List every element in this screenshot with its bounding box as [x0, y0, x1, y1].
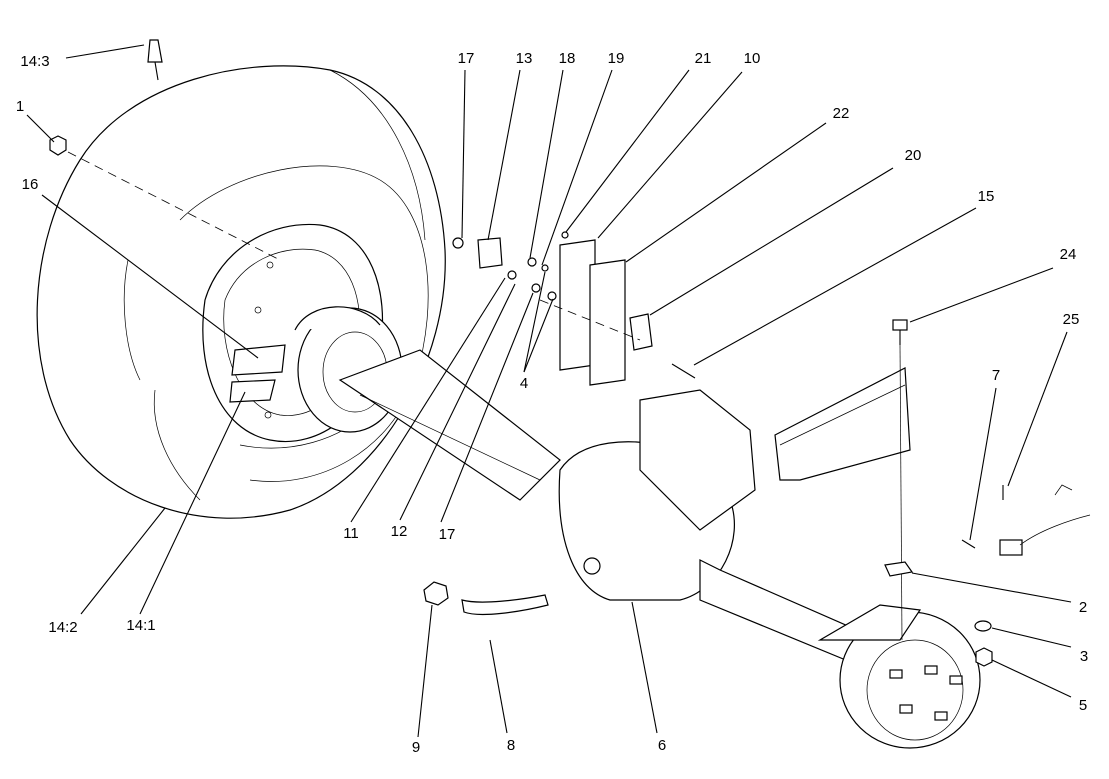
callout-13: 13	[516, 50, 533, 67]
callout-14-2: 14:2	[48, 619, 77, 636]
callout-10: 10	[744, 50, 761, 67]
callout-4: 4	[520, 375, 528, 392]
callout-9: 9	[412, 739, 420, 756]
callout-24: 24	[1060, 246, 1077, 263]
callout-5: 5	[1079, 697, 1087, 714]
callout-3: 3	[1080, 648, 1088, 665]
callout-20: 20	[905, 147, 922, 164]
callout-15: 15	[978, 188, 995, 205]
callout-labels: 14:3 1 16 17 13 18 19 21 10 22 20 15 24 …	[16, 50, 1088, 756]
callout-11: 11	[343, 525, 359, 542]
axle-assembly	[338, 349, 981, 749]
callout-22: 22	[833, 105, 850, 122]
callout-14-3: 14:3	[20, 53, 49, 70]
right-bracket-hardware	[774, 319, 1091, 667]
callout-21: 21	[695, 50, 712, 67]
link-rod	[423, 581, 549, 616]
callout-6: 6	[658, 737, 666, 754]
callout-1: 1	[16, 98, 24, 115]
tire-wheel-assembly	[36, 39, 446, 519]
valve-stem	[147, 39, 163, 63]
callout-17-bottom: 17	[439, 526, 456, 543]
callout-7: 7	[992, 367, 1000, 384]
callout-19: 19	[608, 50, 625, 67]
callout-8: 8	[507, 737, 515, 754]
callout-16: 16	[22, 176, 39, 193]
callout-17-top: 17	[458, 50, 475, 67]
callout-2: 2	[1079, 599, 1087, 616]
callout-18: 18	[559, 50, 576, 67]
leader-lines	[26, 44, 1072, 738]
callout-14-1: 14:1	[126, 617, 155, 634]
callout-12: 12	[391, 523, 408, 540]
steering-plates	[452, 231, 696, 386]
lug-nut-1	[49, 135, 67, 156]
callout-25: 25	[1063, 311, 1080, 328]
